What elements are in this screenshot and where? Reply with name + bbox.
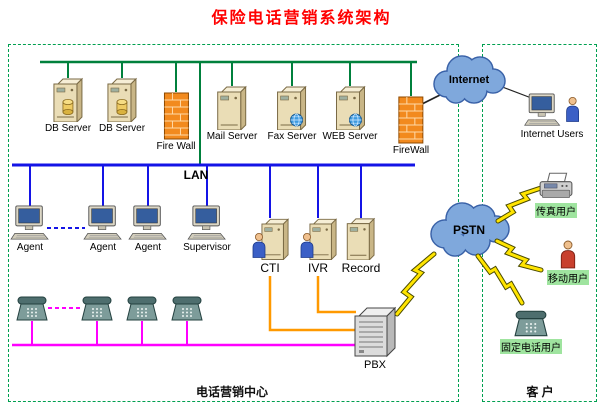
- web-server-icon: [335, 84, 365, 130]
- workstation-icon: [127, 205, 169, 241]
- center-zone-label: 电话营销中心: [195, 385, 269, 399]
- db-server-icon: [107, 76, 137, 122]
- node-db-server-2: DB Server: [99, 76, 145, 134]
- node-internet-users: Internet Users: [520, 90, 584, 140]
- firewall-icon: [398, 94, 424, 144]
- node-firewall-1: Fire Wall: [156, 90, 196, 152]
- workstation-icon: [186, 205, 228, 241]
- node-label: DB Server: [44, 123, 92, 134]
- ivr-server-icon: [300, 218, 337, 260]
- node-fax-users: 传真用户: [535, 172, 577, 218]
- node-label: Record: [341, 261, 381, 275]
- node-db-server-1: DB Server: [45, 76, 91, 134]
- firewall-icon: [163, 90, 189, 140]
- node-record: Record: [341, 216, 381, 275]
- node-label: DB Server: [98, 123, 146, 134]
- node-phone-2: [81, 296, 113, 322]
- node-phone-4: [171, 296, 203, 322]
- customer-zone-label: 客 户: [526, 385, 554, 399]
- record-server-icon: [347, 218, 375, 260]
- server-icon: [217, 84, 247, 130]
- node-label: Internet Users: [520, 129, 584, 140]
- workstation-icon: [82, 205, 124, 241]
- fax-server-icon: [277, 84, 307, 130]
- node-label: Agent: [16, 242, 44, 253]
- node-label: PBX: [363, 359, 386, 371]
- node-label: 固定电话用户: [500, 339, 562, 354]
- lan-label: LAN: [183, 168, 209, 182]
- node-phone-1: [16, 296, 48, 322]
- node-label: Fire Wall: [156, 141, 196, 152]
- node-label: 传真用户: [535, 203, 577, 218]
- phone-icon: [81, 296, 113, 322]
- node-label: Agent: [89, 242, 117, 253]
- node-label: FireWall: [392, 145, 430, 156]
- diagram-title: 保险电话营销系统架构: [211, 10, 392, 27]
- phone-icon: [514, 310, 548, 337]
- pstn-cloud-label: PSTN: [452, 223, 486, 237]
- node-fixed-phone-users: 固定电话用户: [500, 310, 562, 354]
- node-web-server: WEB Server: [322, 84, 378, 142]
- node-supervisor: Supervisor: [183, 205, 231, 253]
- node-label: Supervisor: [183, 242, 231, 253]
- phone-icon: [126, 296, 158, 322]
- internet-cloud-label: Internet: [448, 74, 490, 86]
- node-agent-2: Agent: [82, 205, 124, 253]
- phone-icon: [171, 296, 203, 322]
- cti-server-icon: [252, 218, 289, 260]
- node-label: CTI: [260, 261, 280, 275]
- node-agent-3: Agent: [127, 205, 169, 253]
- node-mobile-users: 移动用户: [547, 240, 589, 285]
- node-mail-server: Mail Server: [206, 84, 258, 142]
- node-ivr: IVR: [299, 216, 337, 275]
- phone-icon: [16, 296, 48, 322]
- mobile-user-icon: [560, 240, 576, 269]
- node-phone-3: [126, 296, 158, 322]
- fax-machine-icon: [539, 172, 573, 199]
- node-label: IVR: [307, 261, 328, 275]
- internet-users-icon: [524, 93, 580, 126]
- workstation-icon: [9, 205, 51, 241]
- node-fax-server: Fax Server: [267, 84, 317, 142]
- db-server-icon: [53, 76, 83, 122]
- node-label: Fax Server: [267, 131, 317, 142]
- node-cti: CTI: [251, 216, 289, 275]
- node-label: Mail Server: [206, 131, 258, 142]
- pbx-icon: [354, 306, 396, 358]
- node-label: WEB Server: [322, 131, 378, 142]
- node-pbx: PBX: [354, 306, 396, 371]
- node-firewall-2: FireWall: [393, 94, 429, 156]
- node-agent-1: Agent: [9, 205, 51, 253]
- node-label: 移动用户: [547, 270, 589, 285]
- node-label: Agent: [134, 242, 162, 253]
